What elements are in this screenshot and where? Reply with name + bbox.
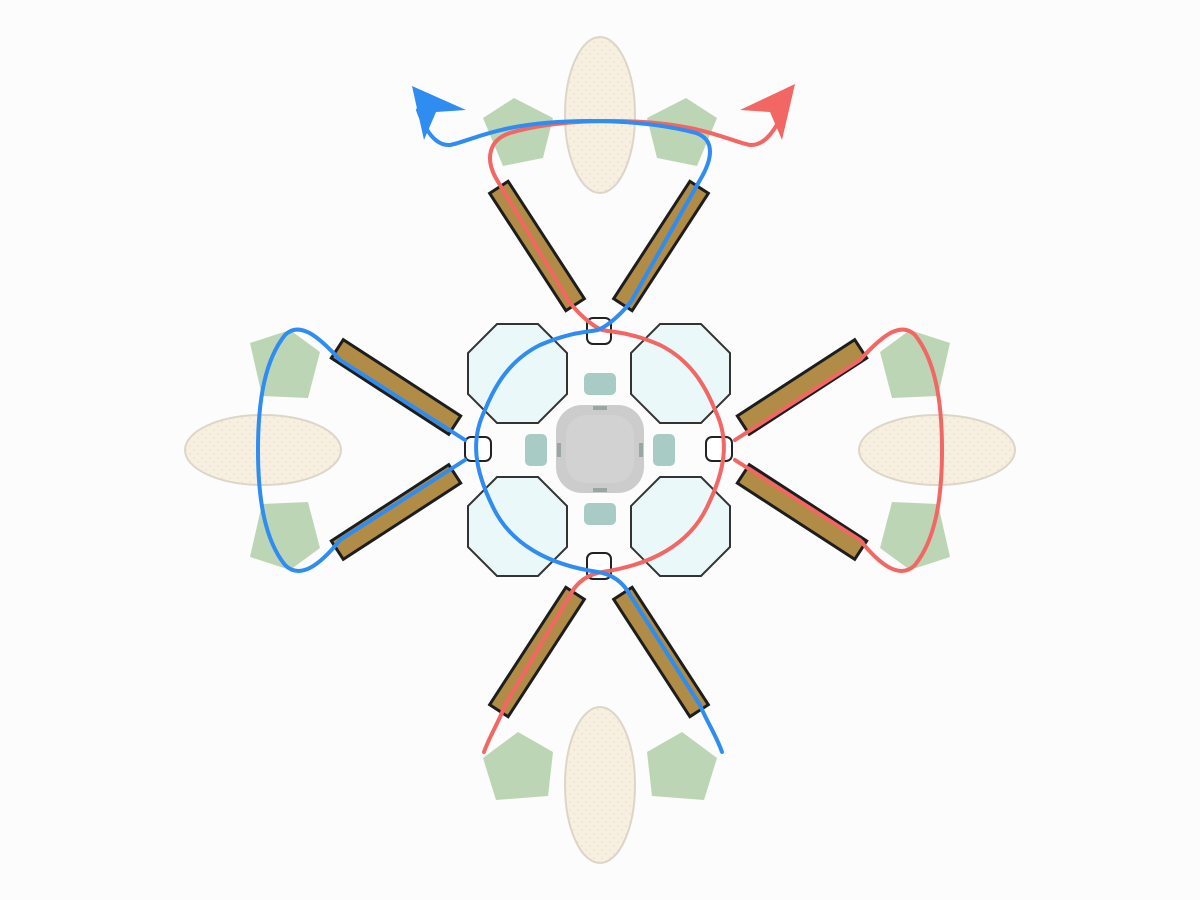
hub-mark-north xyxy=(593,406,607,410)
connector-east xyxy=(705,436,733,462)
hub-mark-west xyxy=(557,443,561,457)
hub-block-west xyxy=(525,434,547,466)
arrow-blue-head xyxy=(412,86,466,140)
green-block-north-right xyxy=(647,98,717,166)
hub-inner xyxy=(566,415,634,483)
green-block-south-right xyxy=(647,732,717,800)
green-block-east-top xyxy=(880,330,950,398)
path-blue xyxy=(256,108,724,754)
bar-east-bottom xyxy=(735,462,869,562)
octagon-top-left xyxy=(467,323,568,424)
bar-east-top xyxy=(735,337,869,437)
oval-pad-north xyxy=(564,36,636,194)
hub-block-south xyxy=(584,503,616,525)
bar-west-top xyxy=(329,337,463,437)
central-hub xyxy=(525,373,675,525)
green-block-west-bottom xyxy=(250,502,320,570)
bar-west-bottom xyxy=(329,462,463,562)
octagons xyxy=(467,323,731,577)
octagon-bottom-left xyxy=(467,476,568,577)
arrow-red-head xyxy=(740,84,795,140)
octagon-top-right xyxy=(630,323,731,424)
green-blocks xyxy=(250,98,950,800)
oval-pad-west xyxy=(184,414,342,486)
hub-mark-south xyxy=(593,488,607,492)
green-block-south-left xyxy=(483,732,553,800)
oval-pad-south xyxy=(564,706,636,864)
oval-pad-east xyxy=(858,414,1016,486)
green-block-west-top xyxy=(250,330,320,398)
hub-block-east xyxy=(653,434,675,466)
oval-pads xyxy=(184,36,1016,864)
hub-block-north xyxy=(584,373,616,395)
green-block-east-bottom xyxy=(880,502,950,570)
hub-mark-east xyxy=(639,443,643,457)
octagon-bottom-right xyxy=(630,476,731,577)
